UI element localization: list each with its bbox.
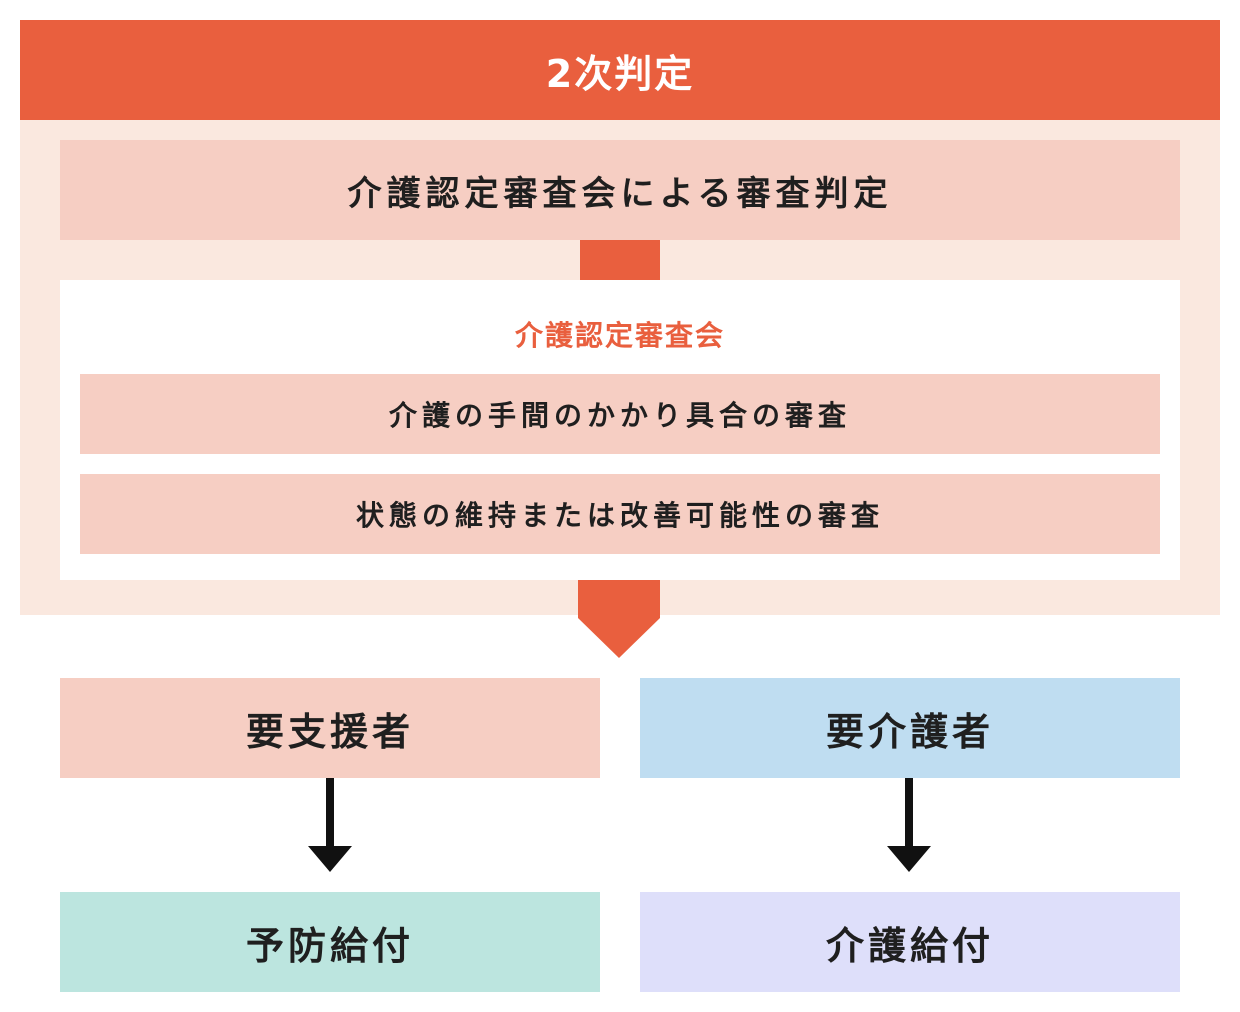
support-needed-box: 要支援者 — [60, 678, 600, 778]
down-arrow-icon — [578, 580, 660, 658]
preventive-benefit-box: 予防給付 — [60, 892, 600, 992]
care-benefit-box: 介護給付 — [640, 892, 1180, 992]
review-judgment-box: 介護認定審査会による審査判定 — [60, 140, 1180, 240]
diagram-title: 2次判定 — [20, 20, 1220, 120]
care-needed-box: 要介護者 — [640, 678, 1180, 778]
arrow-down-icon — [308, 778, 352, 872]
arrow-down-icon — [887, 778, 931, 872]
committee-item-improvement-potential: 状態の維持または改善可能性の審査 — [80, 474, 1160, 554]
connector-bar — [580, 240, 660, 280]
committee-title: 介護認定審査会 — [514, 319, 725, 352]
committee-item-care-effort: 介護の手間のかかり具合の審査 — [80, 374, 1160, 454]
